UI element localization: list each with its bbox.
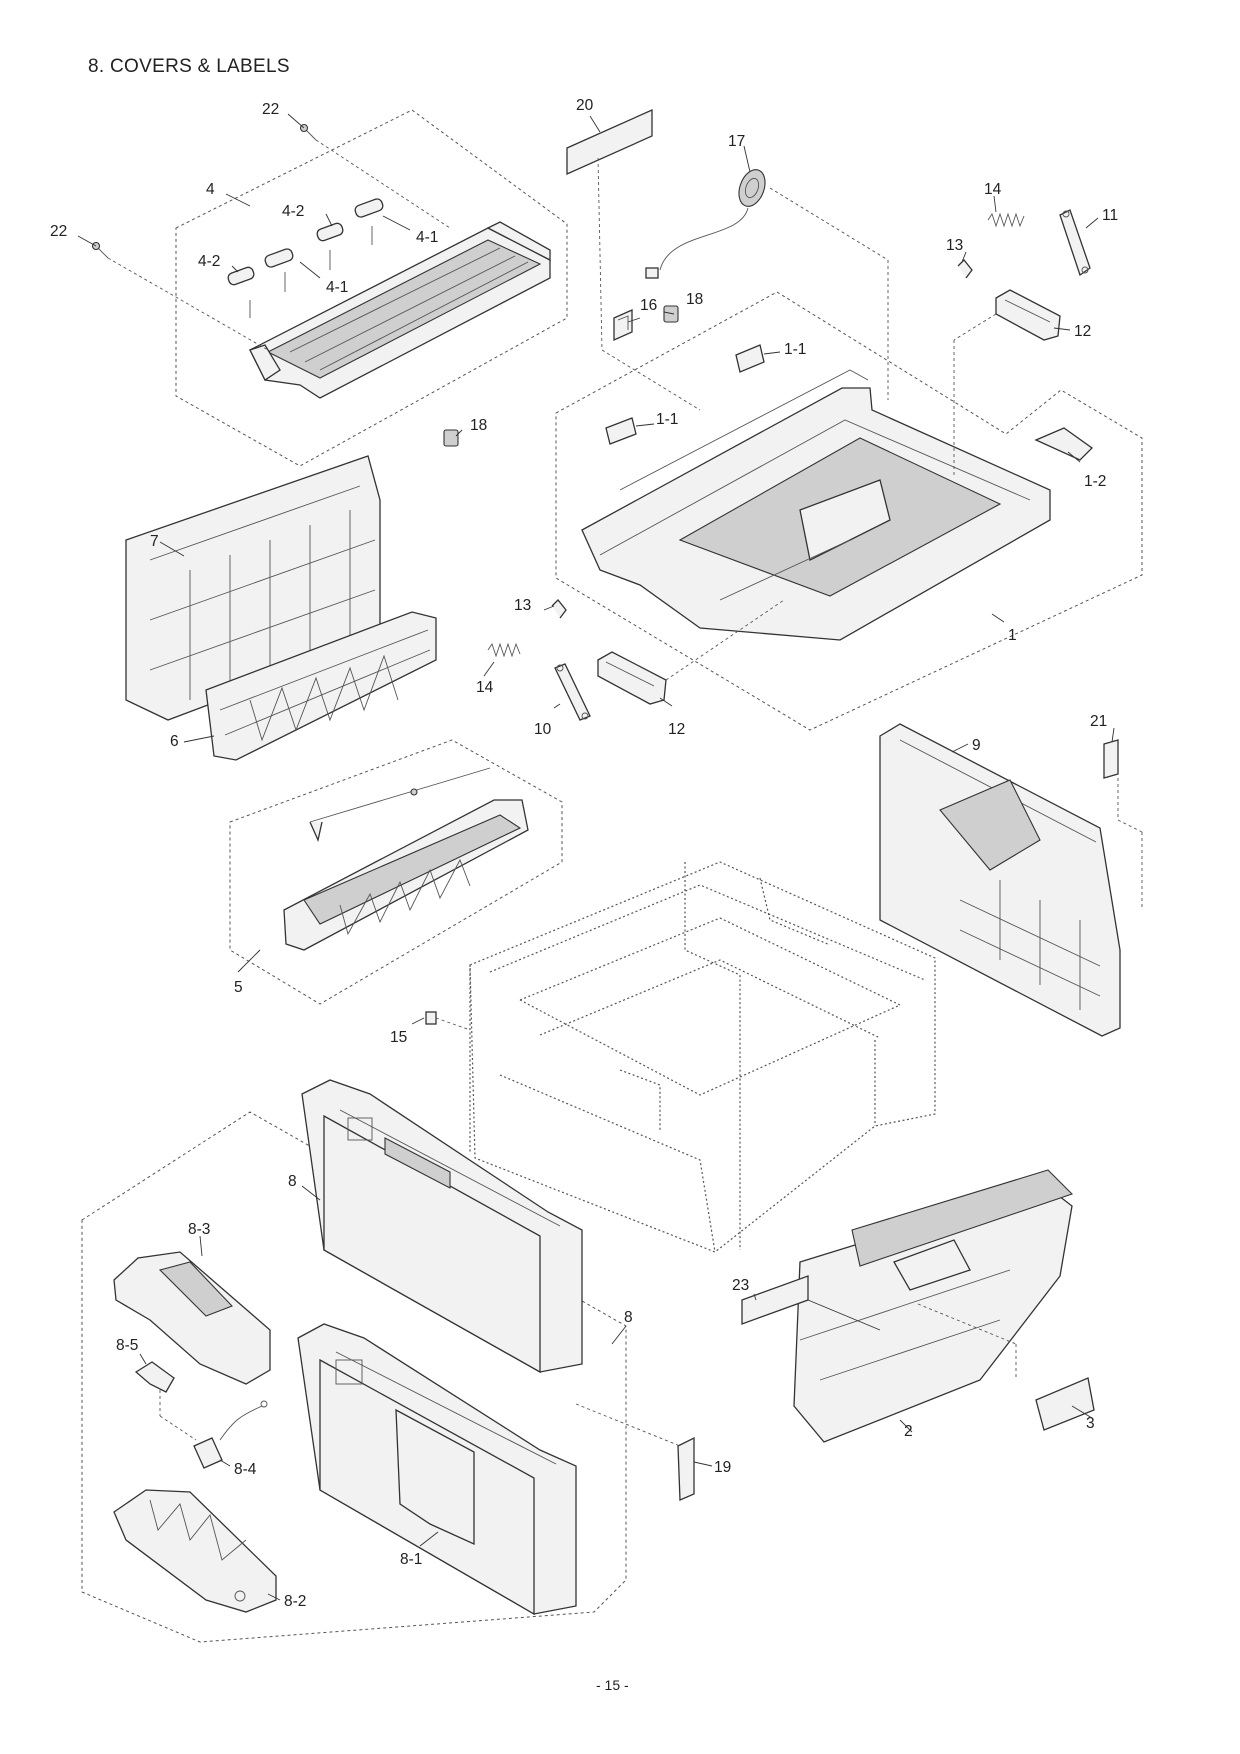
callout-8-5: 8-5 bbox=[116, 1337, 138, 1354]
part-1-top-cover bbox=[581, 369, 1051, 641]
callout-17: 17 bbox=[728, 133, 745, 150]
callout-14: 14 bbox=[984, 181, 1002, 198]
page-title: 8. COVERS & LABELS bbox=[88, 56, 290, 77]
callout-1-1: 1-1 bbox=[656, 411, 678, 428]
part-20-label bbox=[566, 108, 653, 176]
part-3-cover bbox=[1035, 1377, 1095, 1431]
part-1-1-hinge bbox=[605, 344, 765, 445]
callout-6: 6 bbox=[170, 733, 179, 750]
callout-8-2: 8-2 bbox=[284, 1593, 306, 1610]
callout-23: 23 bbox=[732, 1277, 749, 1294]
part-21-label bbox=[1103, 739, 1119, 779]
callout-19: 19 bbox=[714, 1459, 731, 1476]
callout-8-3: 8-3 bbox=[188, 1221, 210, 1238]
part-8-1-door bbox=[395, 1408, 475, 1546]
callout-18: 18 bbox=[470, 417, 487, 434]
callout-21: 21 bbox=[1090, 713, 1107, 730]
callout-9: 9 bbox=[972, 737, 981, 754]
callout-2: 2 bbox=[904, 1423, 913, 1440]
part-8-2-base bbox=[113, 1489, 277, 1613]
callout-18: 18 bbox=[686, 291, 703, 308]
callout-22: 22 bbox=[262, 101, 279, 118]
group-outline-4 bbox=[175, 109, 568, 467]
leader-lines bbox=[77, 113, 1143, 1601]
callout-16: 16 bbox=[640, 297, 657, 314]
callout-4-1: 4-1 bbox=[416, 229, 438, 246]
part-17-speaker bbox=[645, 169, 766, 279]
callout-4-2: 4-2 bbox=[198, 253, 220, 270]
callout-1: 1 bbox=[1008, 627, 1017, 644]
callout-7: 7 bbox=[150, 533, 159, 550]
callout-15: 15 bbox=[390, 1029, 407, 1046]
callout-5: 5 bbox=[234, 979, 243, 996]
part-19-label bbox=[677, 1436, 695, 1501]
group-outline-1 bbox=[555, 291, 1143, 731]
part-16-bracket bbox=[613, 308, 633, 342]
callout-10: 10 bbox=[534, 721, 552, 738]
callout-11: 11 bbox=[1102, 207, 1118, 224]
part-4-paper-guide-assembly bbox=[249, 221, 551, 399]
group-outline-5 bbox=[229, 739, 563, 1005]
part-6-inner-guide bbox=[205, 611, 437, 761]
part-8-front-cover bbox=[301, 1079, 583, 1374]
callout-3: 3 bbox=[1086, 1415, 1095, 1432]
callout-8-1: 8-1 bbox=[400, 1551, 422, 1568]
part-15-clip bbox=[425, 1011, 437, 1025]
callout-4: 4 bbox=[206, 181, 215, 198]
callout-13: 13 bbox=[946, 237, 963, 254]
part-5-guide-assembly bbox=[283, 767, 529, 951]
main-frame-ghost bbox=[469, 861, 936, 1253]
part-14-spring bbox=[487, 212, 1025, 658]
part-4-1-roller bbox=[264, 198, 384, 292]
part-8-5-holder bbox=[134, 1361, 175, 1393]
callout-4-1: 4-1 bbox=[326, 279, 348, 296]
callout-20: 20 bbox=[576, 97, 594, 114]
callout-8-4: 8-4 bbox=[234, 1461, 257, 1478]
callout-1-1: 1-1 bbox=[784, 341, 806, 358]
part-4-2-roller bbox=[227, 222, 344, 318]
callout-13: 13 bbox=[514, 597, 531, 614]
callout-22: 22 bbox=[50, 223, 67, 240]
part-10-lever bbox=[554, 663, 591, 721]
callout-14: 14 bbox=[476, 679, 494, 696]
part-8-4-sensor bbox=[193, 1400, 268, 1469]
callout-4-2: 4-2 bbox=[282, 203, 304, 220]
part-2-front-panel bbox=[793, 1169, 1074, 1443]
callout-1-2: 1-2 bbox=[1084, 473, 1106, 490]
part-8-3-top-cover bbox=[113, 1251, 271, 1385]
page-number: - 15 - bbox=[596, 1677, 629, 1693]
part-13-clip bbox=[551, 259, 973, 619]
callout-12: 12 bbox=[668, 721, 685, 738]
callout-8: 8 bbox=[288, 1173, 297, 1190]
callout-8: 8 bbox=[624, 1309, 633, 1326]
part-1-2-cover bbox=[1034, 427, 1094, 461]
part-9-side-cover bbox=[879, 723, 1121, 1037]
callout-12: 12 bbox=[1074, 323, 1091, 340]
part-18-clip bbox=[443, 305, 679, 447]
part-12-bracket bbox=[597, 289, 1061, 705]
part-11-lever bbox=[1059, 209, 1091, 277]
part-22-screw bbox=[91, 123, 317, 259]
